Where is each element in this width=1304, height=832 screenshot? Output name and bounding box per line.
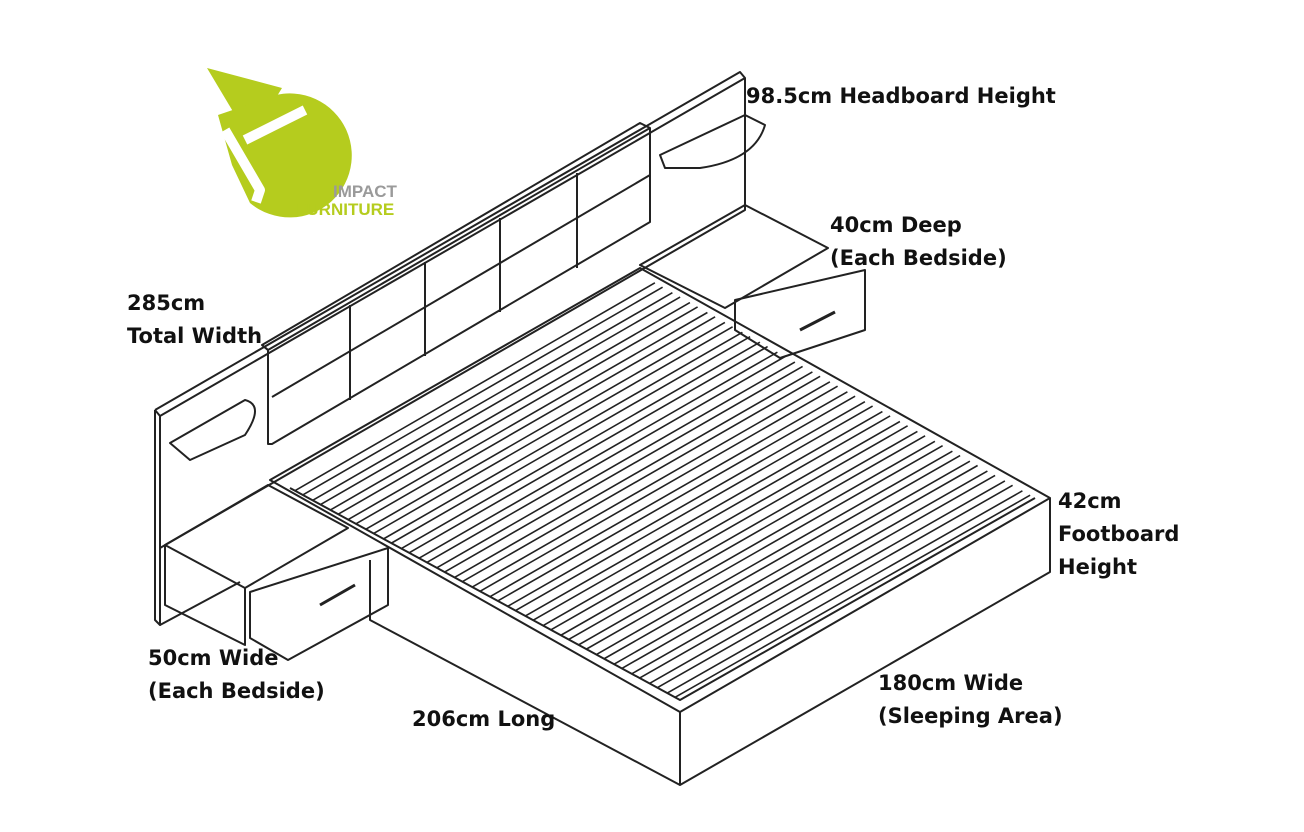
slat-edge [418, 351, 778, 559]
logo-text-furniture: FURNITURE [296, 200, 395, 219]
slat-edge [568, 435, 926, 641]
slat-edge [550, 425, 908, 631]
slat-edge [578, 440, 936, 646]
slat-edge [507, 400, 866, 608]
wall-shelves [169, 114, 766, 461]
footboard-height-label: 42cm Footboard Height [1058, 485, 1179, 584]
slat-edge [471, 381, 831, 588]
sleeping-line2: (Sleeping Area) [878, 704, 1063, 728]
slat-edge [560, 430, 918, 636]
slat-edge [320, 296, 681, 506]
bedside-deep-label: 40cm Deep (Each Bedside) [830, 209, 1007, 275]
slat-edge [355, 316, 716, 525]
headboard [154, 71, 746, 626]
slat-edge [621, 464, 978, 670]
slat-edge [479, 385, 838, 592]
slat-edge [595, 450, 953, 656]
slat-edge [497, 395, 856, 602]
slat-edge [603, 454, 961, 660]
bedside-wide-label: 50cm Wide (Each Bedside) [148, 642, 325, 708]
slat-edge [532, 415, 891, 621]
bedside-deep-line1: 40cm Deep [830, 213, 962, 237]
sleeping-area-label: 180cm Wide (Sleeping Area) [878, 667, 1063, 733]
slat-edge [586, 444, 943, 650]
slat-edge [347, 311, 708, 521]
slat-edge [312, 291, 673, 502]
logo-text-impact: IMPACT [333, 182, 397, 201]
length-label: 206cm Long [412, 707, 556, 731]
slat-edge [383, 331, 743, 540]
bed-slats [294, 282, 1031, 698]
slat-edge [515, 405, 873, 612]
bedside-deep-line2: (Each Bedside) [830, 246, 1007, 270]
slat-edge [674, 494, 1031, 698]
bedside-wide-line1: 50cm Wide [148, 646, 279, 670]
right-bedside [639, 204, 866, 359]
slat-edge [631, 470, 988, 675]
slat-edge [656, 484, 1013, 689]
slat-edge [542, 420, 901, 627]
footboard-line1: 42cm [1058, 489, 1122, 513]
total-width-label: 285cm Total Width [127, 287, 262, 353]
bed-frame [269, 267, 1051, 786]
slat-edge [649, 480, 1006, 685]
slat-edge [400, 341, 761, 550]
total-width-line2: Total Width [127, 324, 263, 348]
sleeping-line1: 180cm Wide [878, 671, 1024, 695]
slat-edge [330, 301, 691, 511]
slat-edge [408, 345, 768, 554]
slat-edge [454, 371, 813, 579]
slat-edge [613, 460, 971, 665]
footboard-line3: Height [1058, 555, 1138, 579]
headboard-height-label: 98.5cm Headboard Height [746, 84, 1056, 108]
slat-edge [426, 355, 786, 564]
slat-edge [337, 306, 698, 515]
footboard-line2: Footboard [1058, 522, 1180, 546]
slat-edge [639, 474, 996, 679]
slat-edge [302, 286, 664, 496]
total-width-line1: 285cm [127, 291, 206, 315]
bedside-wide-line2: (Each Bedside) [148, 679, 325, 703]
slat-edge [391, 335, 751, 544]
slat-edge [444, 365, 803, 573]
slat-edge [365, 321, 726, 530]
slat-edge [373, 326, 733, 535]
slat-edge [489, 391, 848, 598]
slat-edge [666, 490, 1023, 694]
slat-edge [294, 282, 656, 492]
left-bedside [164, 484, 389, 661]
slat-edge [461, 375, 821, 583]
slat-edge [525, 410, 883, 617]
slat-edge [436, 361, 796, 569]
company-logo [207, 68, 352, 218]
